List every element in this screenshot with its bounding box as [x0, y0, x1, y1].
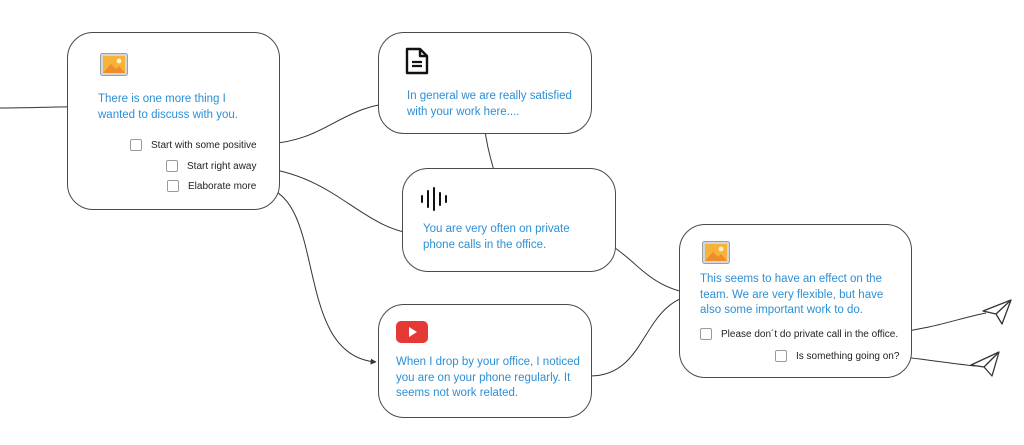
- dialog-node-positive[interactable]: In general we are really satisfied with …: [378, 32, 592, 134]
- node-text: There is one more thing I wanted to disc…: [98, 93, 238, 121]
- document-icon: [405, 47, 429, 75]
- choice-checkbox[interactable]: [775, 350, 787, 362]
- choice-label: Is something going on?: [796, 350, 900, 362]
- choice-label: Start with some positive: [151, 139, 257, 151]
- node-text: This seems to have an effect on the team…: [700, 273, 884, 316]
- choice-start-with-some-positive[interactable]: Start with some positive: [130, 139, 257, 151]
- choice-checkbox[interactable]: [130, 139, 142, 151]
- paper-plane-icon: [982, 299, 1012, 325]
- edge-right-away-to-n3: [255, 166, 425, 238]
- node-text: You are very often on private phone call…: [423, 223, 570, 251]
- choice-checkbox[interactable]: [700, 328, 712, 340]
- choice-please-dont-do-private-call[interactable]: Please don´t do private call in the offi…: [700, 328, 898, 340]
- dialog-node-effect[interactable]: This seems to have an effect on the team…: [679, 224, 912, 378]
- image-icon: [100, 53, 128, 76]
- image-icon: [702, 241, 730, 264]
- dialog-node-direct[interactable]: You are very often on private phone call…: [402, 168, 616, 272]
- dialog-node-elaborate[interactable]: When I drop by your office, I noticed yo…: [378, 304, 592, 418]
- choice-label: Elaborate more: [188, 180, 257, 192]
- youtube-video-icon: [396, 321, 428, 343]
- dialog-node-opening[interactable]: There is one more thing I wanted to disc…: [67, 32, 280, 210]
- choice-checkbox[interactable]: [166, 160, 178, 172]
- choice-is-something-going-on[interactable]: Is something going on?: [775, 350, 899, 362]
- paper-plane-icon: [970, 351, 1000, 377]
- choice-elaborate-more[interactable]: Elaborate more: [167, 180, 256, 192]
- audio-waveform-icon: [421, 187, 447, 211]
- node-text: In general we are really satisfied with …: [407, 90, 572, 118]
- choice-checkbox[interactable]: [167, 180, 179, 192]
- choice-start-right-away[interactable]: Start right away: [166, 160, 256, 172]
- choice-label: Start right away: [187, 160, 257, 172]
- choice-label: Please don´t do private call in the offi…: [721, 328, 899, 340]
- edge-elaborate-to-n4: [257, 185, 377, 365]
- node-text: When I drop by your office, I noticed yo…: [396, 356, 580, 399]
